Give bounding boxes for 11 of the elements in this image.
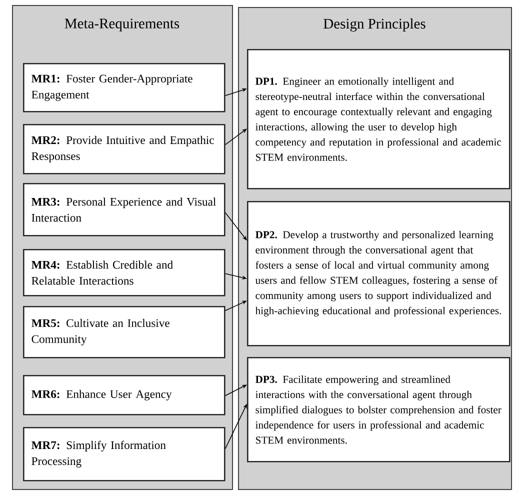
text-box: DP2. Develop a trustworthy and personalized learning environment through the conversational agent that fosters a sense of local and virtual community among users and fellow STEM colleagues, fostering a sense of community among users to support individualized and high-achieving educational and professional experiences. <box>247 201 510 346</box>
text-box: MR3: Personal Experience and Visual Interaction <box>23 183 226 236</box>
text-box: MR7: Simplify Information Processing <box>23 427 226 482</box>
text-box: MR4: Establish Credible and Relatable Interactions <box>23 249 226 296</box>
text-box: MR6: Enhance User Agency <box>23 375 226 416</box>
text-box: DP1. Engineer an emotionally intelligent and stereotype-neutral interface within the conversational agent to encourage contextually relevant and engaging interactions, allowing the user to develop high competency and reputation in professional and academic STEM environments. <box>247 49 510 190</box>
text-box: MR5: Cultivate an Inclusive Community <box>23 306 226 358</box>
text-box: MR1: Foster Gender-Appropriate Engagement <box>23 63 226 112</box>
text-box: DP3. Facilitate empowering and streamlined interactions with the conversational agent through simplified dialogues to bolster comprehension and foster independence for users in professional and academic STEM environments. <box>247 357 510 462</box>
arrow <box>224 128 247 146</box>
text-box: MR2: Provide Intuitive and Empathic Responses <box>23 124 226 174</box>
